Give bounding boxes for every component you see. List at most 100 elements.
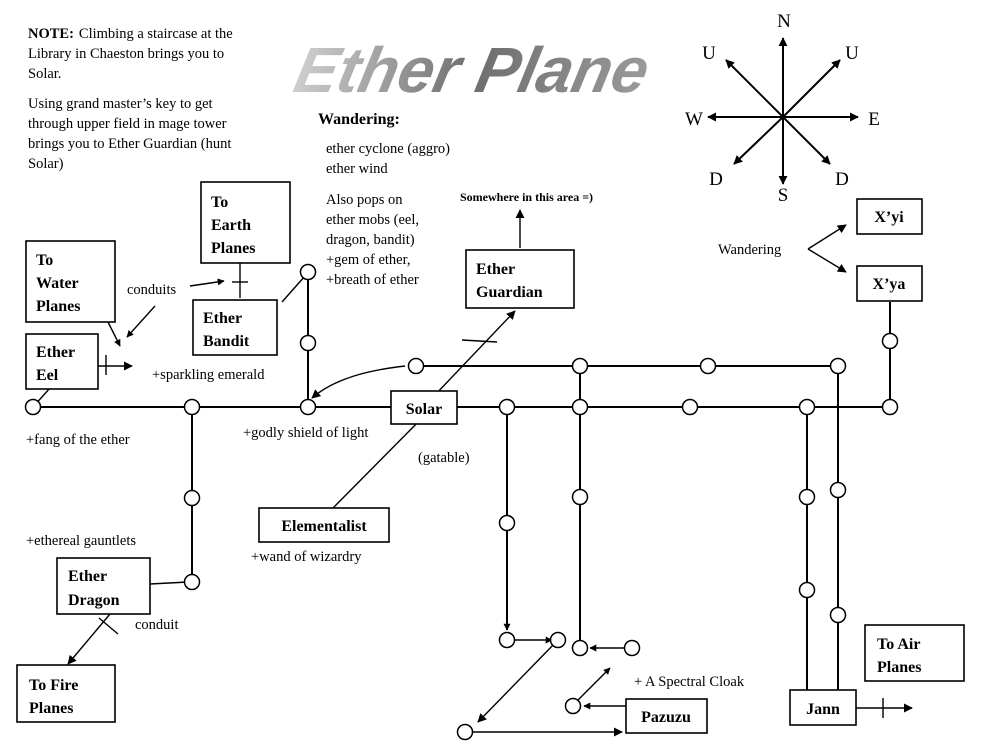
label-conduit: conduit [135,617,179,633]
box-text: Planes [877,659,921,676]
bandit-box: Ether Bandit [192,299,278,356]
map-nodes [24,263,899,741]
box-text: To Fire [29,677,78,694]
compass-n: N [777,11,791,32]
box-text: Pazuzu [641,709,691,726]
eel-box: Ether Eel [25,333,99,390]
note-line: Library in Chaeston brings you to [28,46,224,62]
wandering-item: +breath of ether [326,272,419,288]
room-node [183,489,201,507]
box-text: Solar [406,401,442,418]
box-text: Guardian [476,284,543,301]
wandering-mob: ether wind [326,161,388,177]
note-line: Solar. [28,66,61,82]
room-node [571,357,589,375]
box-text: Ether [476,261,515,278]
box-text: Eel [36,367,59,384]
label-gatable: (gatable) [418,450,470,466]
room-node [299,263,317,281]
guardian-box: Ether Guardian [465,249,575,309]
wandering-note: dragon, bandit) [326,232,415,248]
box-text: Jann [806,701,840,718]
room-node [24,398,42,416]
note-line: Solar) [28,156,64,172]
air-box: To Air Planes [864,624,965,682]
wandering-note: Also pops on [326,192,403,208]
compass-u: U [702,43,716,64]
room-node [829,481,847,499]
fire-box: To Fire Planes [16,664,116,723]
box-text: Water [36,275,79,292]
compass-rose: N S W E U U D D [685,11,880,206]
wandering-heading: Wandering: [318,111,400,128]
compass-s: S [778,185,789,206]
label-conduits: conduits [127,282,176,298]
room-node [881,398,899,416]
note-line: Climbing a staircase at the [79,26,233,42]
box-text: Ether [68,568,107,585]
room-node [498,631,516,649]
room-node [498,398,516,416]
wandering-mob: ether cyclone (aggro) [326,141,450,157]
room-node [798,488,816,506]
room-node [829,357,847,375]
compass-e: E [868,109,880,130]
compass-w: W [685,109,703,130]
map-labels: conduits conduit Wandering Somewhere in … [26,190,781,690]
box-text: Planes [211,240,255,257]
box-text: To Air [877,636,920,653]
label-sparkling: +sparkling emerald [152,367,265,383]
note-line: brings you to Ether Guardian (hunt [28,136,231,152]
label-gauntlets: +ethereal gauntlets [26,533,136,549]
room-node [183,398,201,416]
box-text: To [211,194,228,211]
room-node [549,631,567,649]
earth-box: To Earth Planes [200,181,291,264]
compass-d: D [709,169,723,190]
room-node [564,697,582,715]
note-label: NOTE: [28,26,74,42]
label-wandering: Wandering [718,242,781,258]
label-fang: +fang of the ether [26,432,130,448]
box-text: Ether [203,310,242,327]
box-text: To [36,252,53,269]
box-text: Dragon [68,592,120,609]
label-wand: +wand of wizardry [251,549,362,565]
box-text: X’ya [873,276,906,293]
room-node [571,398,589,416]
room-node [681,398,699,416]
room-node [407,357,425,375]
box-text: X’yi [874,209,904,226]
note-block: NOTE: Climbing a staircase at the Library… [28,26,233,172]
box-text: Ether [36,344,75,361]
room-node [623,639,641,657]
water-box: To Water Planes [25,240,116,323]
xyi-box: X’yi [856,198,923,235]
label-cloak: + A Spectral Cloak [634,674,745,690]
label-somewhere: Somewhere in this area =) [460,190,593,204]
room-node [571,488,589,506]
wandering-block: Wandering: ether cyclone (aggro) ether w… [318,111,450,288]
xya-box: X’ya [856,265,923,302]
wandering-note: ether mobs (eel, [326,212,419,228]
pazuzu-box: Pazuzu [625,698,708,734]
jann-box: Jann [789,689,857,726]
box-text: Planes [36,298,80,315]
room-node [798,398,816,416]
room-node [299,334,317,352]
compass-d: D [835,169,849,190]
room-node [699,357,717,375]
room-node [456,723,474,741]
room-node [299,398,317,416]
room-node [183,573,201,591]
box-text: Bandit [203,333,250,350]
room-node [829,606,847,624]
note-line: Using grand master’s key to get [28,96,213,112]
room-node [881,332,899,350]
dragon-box: Ether Dragon [56,557,151,615]
label-shield: +godly shield of light [243,425,368,441]
svg-text:NOTE:Climbing a staircase at t: NOTE: Climbing a staircase at the [28,26,233,42]
note-line: through upper field in mage tower [28,116,227,132]
box-text: Planes [29,700,73,717]
